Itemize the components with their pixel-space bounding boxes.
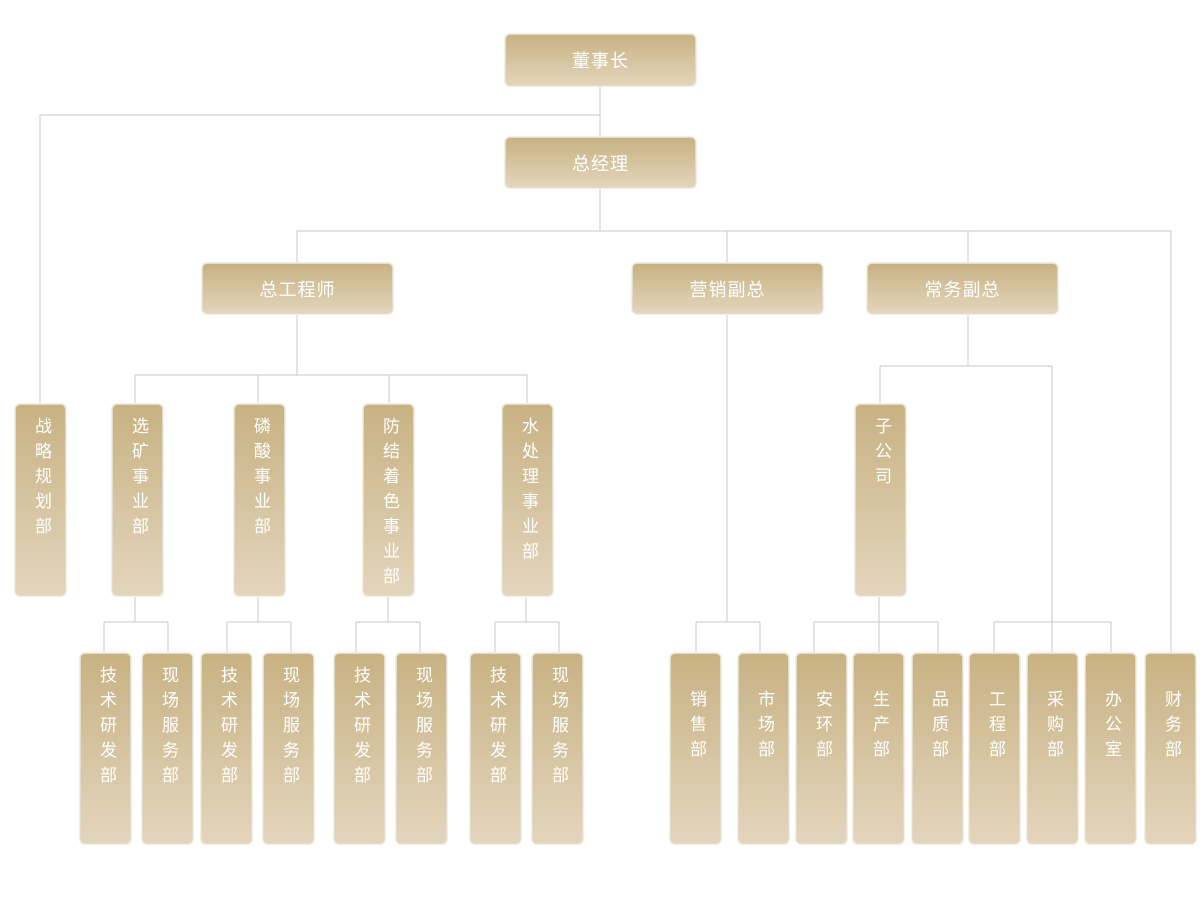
node-chairman: 董事长: [505, 34, 696, 86]
node-label: 现场服务部: [548, 666, 568, 791]
node-label: 技术研发部: [217, 666, 237, 791]
node-label: 防结着色事业部: [379, 417, 399, 592]
node-office: 办公室: [1085, 653, 1136, 844]
node-label: 总经理: [572, 153, 629, 175]
node-label: 工程部: [985, 690, 1005, 765]
node-label: 水处理事业部: [518, 417, 538, 567]
node-field-service-3: 现场服务部: [396, 653, 447, 844]
node-field-service-4: 现场服务部: [532, 653, 583, 844]
node-label: 子公司: [871, 417, 891, 492]
node-production-dept: 生产部: [853, 653, 904, 844]
node-subsidiary: 子公司: [855, 404, 906, 596]
node-label: 财务部: [1161, 690, 1181, 765]
node-general-manager: 总经理: [505, 137, 696, 188]
node-finance-dept: 财务部: [1145, 653, 1196, 844]
node-rd-dept-4: 技术研发部: [470, 653, 521, 844]
node-label: 营销副总: [689, 279, 766, 301]
node-sales-dept: 销售部: [670, 653, 721, 844]
node-purchasing-dept: 采购部: [1027, 653, 1078, 844]
node-label: 销售部: [686, 690, 706, 765]
node-label: 战略规划部: [31, 417, 51, 542]
node-rd-dept-1: 技术研发部: [80, 653, 131, 844]
node-field-service-1: 现场服务部: [142, 653, 193, 844]
node-label: 生产部: [869, 690, 889, 765]
node-rd-dept-3: 技术研发部: [334, 653, 385, 844]
node-label: 选矿事业部: [128, 417, 148, 542]
node-label: 现场服务部: [158, 666, 178, 791]
node-quality-dept: 品质部: [912, 653, 963, 844]
node-label: 品质部: [928, 690, 948, 765]
node-label: 常务副总: [924, 279, 1001, 301]
node-field-service-2: 现场服务部: [263, 653, 314, 844]
node-label: 采购部: [1043, 690, 1063, 765]
node-label: 董事长: [572, 51, 629, 72]
node-label: 技术研发部: [350, 666, 370, 791]
node-label: 总工程师: [259, 279, 336, 301]
node-anticaking-division: 防结着色事业部: [363, 404, 414, 596]
node-engineering-dept: 工程部: [969, 653, 1020, 844]
node-safety-env-dept: 安环部: [796, 653, 847, 844]
node-rd-dept-2: 技术研发部: [201, 653, 252, 844]
node-water-division: 水处理事业部: [502, 404, 553, 596]
node-label: 技术研发部: [96, 666, 116, 791]
node-market-dept: 市场部: [738, 653, 789, 844]
node-label: 技术研发部: [486, 666, 506, 791]
node-label: 现场服务部: [279, 666, 299, 791]
node-vp-marketing: 营销副总: [632, 263, 823, 314]
node-mineral-division: 选矿事业部: [112, 404, 163, 596]
node-label: 安环部: [812, 690, 832, 765]
node-phosphoric-division: 磷酸事业部: [234, 404, 285, 596]
node-label: 磷酸事业部: [250, 417, 270, 542]
node-chief-engineer: 总工程师: [202, 263, 393, 314]
node-label: 现场服务部: [412, 666, 432, 791]
node-label: 办公室: [1101, 690, 1121, 765]
node-label: 市场部: [754, 690, 774, 765]
node-strategy-dept: 战略规划部: [15, 404, 66, 596]
node-vp-executive: 常务副总: [867, 263, 1058, 314]
